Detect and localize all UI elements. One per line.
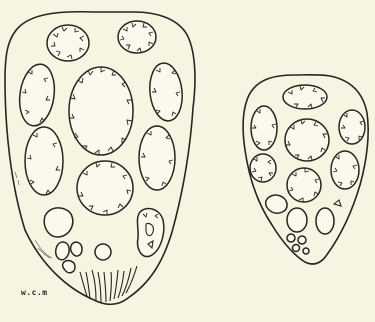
cell-bottom-left <box>44 208 73 237</box>
base-rods <box>80 266 137 302</box>
small-cell-lower-center <box>287 168 321 202</box>
cell-center-lower <box>77 161 133 215</box>
cell-top-right <box>118 21 156 53</box>
cell-top-left <box>47 25 89 61</box>
cell-right-lower <box>139 126 175 190</box>
cell-right-upper <box>147 61 185 122</box>
small-cell-center <box>285 119 329 161</box>
cell-lower-left-group <box>35 240 82 273</box>
small-cell-left <box>251 106 277 150</box>
small-cell-bottom-group <box>266 195 341 254</box>
cell-center-large <box>69 67 133 155</box>
large-section <box>5 12 195 305</box>
cell-left-upper <box>16 62 58 128</box>
small-cell-top <box>283 85 327 109</box>
cell-bottom-right <box>137 209 163 257</box>
cell-left-lower <box>15 127 63 195</box>
artist-signature: w.c.m <box>21 288 48 297</box>
cell-bottom-center <box>95 244 111 260</box>
small-cell-lower-left <box>250 154 276 182</box>
small-cell-right <box>339 110 365 144</box>
small-cell-lower-right <box>331 151 359 189</box>
small-section <box>243 75 368 264</box>
